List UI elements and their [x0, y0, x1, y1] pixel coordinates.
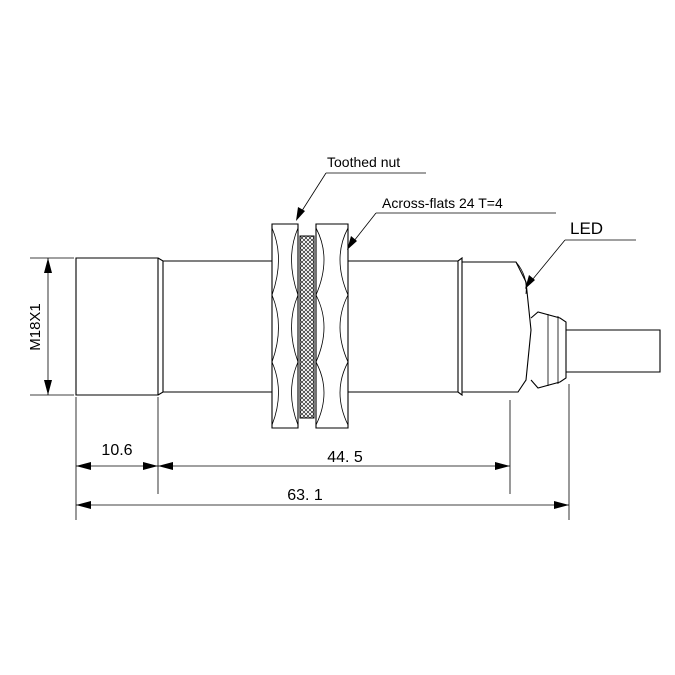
sensor-front-cap: [75, 257, 159, 396]
nut-left: [271, 223, 299, 429]
callout-across-flats-leader: [347, 212, 556, 250]
dimension-total-length: [76, 501, 569, 509]
thread-length-label: 44. 5: [327, 449, 363, 466]
thread-size-label: M18X1: [27, 303, 44, 351]
threaded-body: [157, 256, 463, 397]
front-length-label: 10.6: [101, 442, 132, 459]
callout-led-leader: [525, 239, 636, 289]
cable: [566, 329, 661, 373]
rear-housing: [462, 261, 532, 393]
dimension-thread-length: [158, 462, 510, 470]
toothed-washer: [299, 235, 315, 419]
callout-across-flats: Across-flats 24 T=4: [382, 195, 503, 211]
cable-gland: [530, 311, 567, 389]
callout-toothed-nut-leader: [296, 172, 426, 221]
dimension-front-length: [76, 462, 158, 470]
total-length-label: 63. 1: [287, 487, 323, 504]
extension-lines: [75, 384, 570, 520]
dimension-thread: [30, 257, 74, 396]
callout-led: LED: [570, 219, 603, 238]
callout-toothed-nut: Toothed nut: [327, 154, 400, 170]
nut-right: [315, 223, 349, 429]
